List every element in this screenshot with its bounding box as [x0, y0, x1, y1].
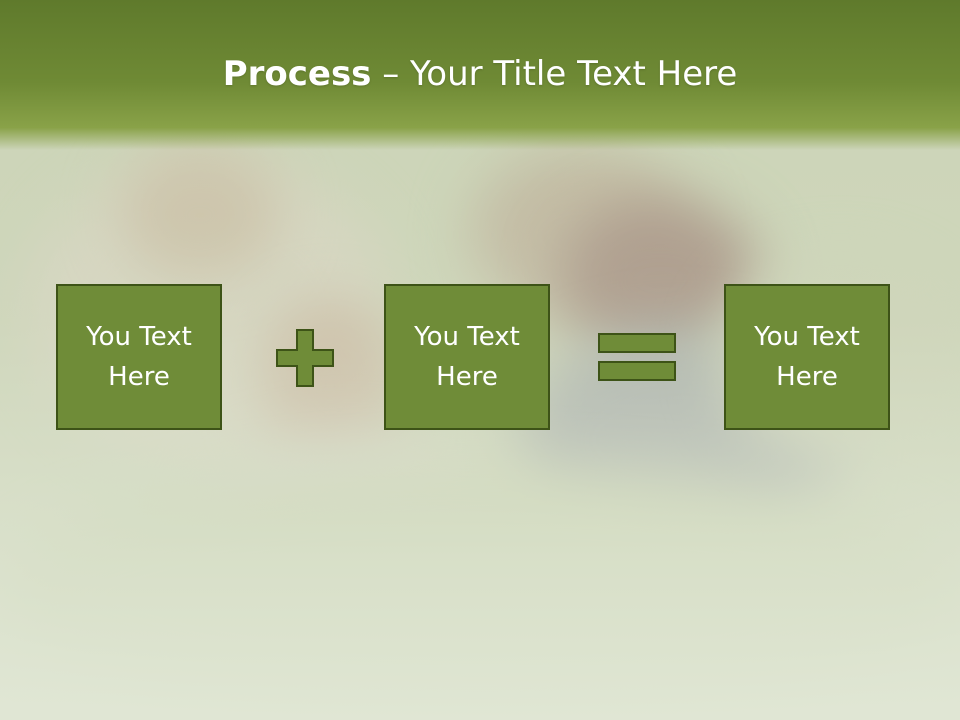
text-box-1-label: You Text Here [86, 322, 192, 392]
title-bold: Process [222, 54, 372, 94]
text-box-2-label: You Text Here [414, 322, 520, 392]
title-rest: – Your Title Text Here [371, 54, 738, 94]
plus-icon [276, 329, 334, 387]
title-bar [0, 0, 960, 150]
text-box-2[interactable]: You Text Here [384, 284, 550, 430]
text-box-3[interactable]: You Text Here [724, 284, 890, 430]
equals-icon [598, 333, 676, 381]
text-box-3-label: You Text Here [754, 322, 860, 392]
text-box-1[interactable]: You Text Here [56, 284, 222, 430]
slide-title[interactable]: Process – Your Title Text Here [0, 52, 960, 96]
